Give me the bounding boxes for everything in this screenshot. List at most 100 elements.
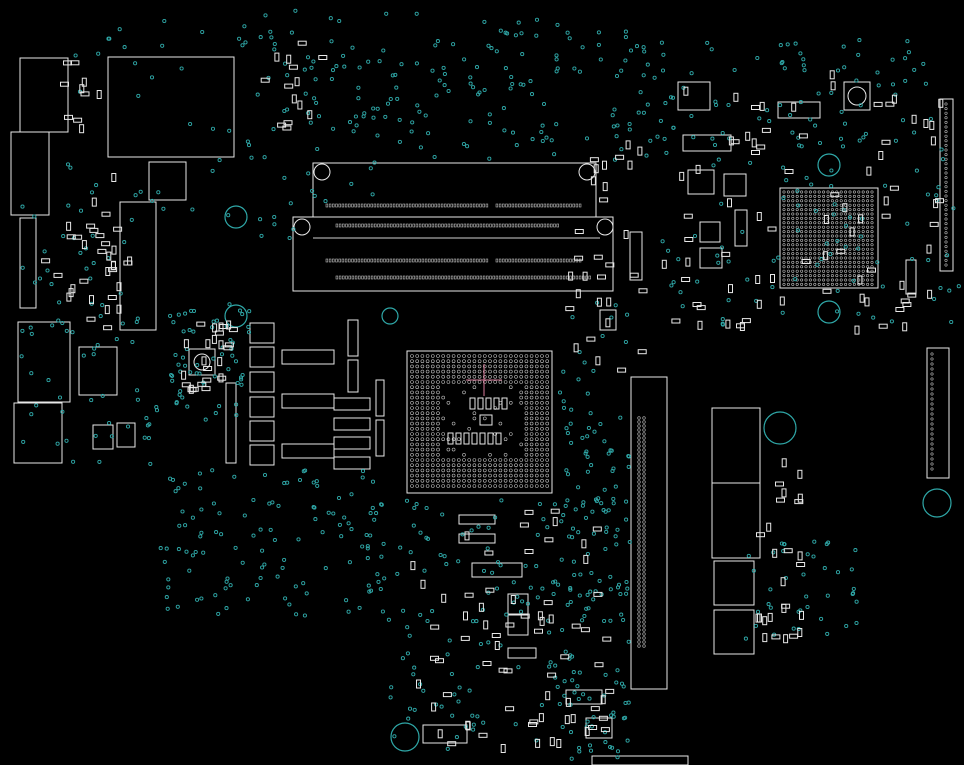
dimm-pin [428, 275, 431, 280]
bga-ball [482, 473, 487, 478]
bga-ball [425, 416, 430, 421]
smd-component [181, 382, 191, 388]
smd-component [552, 517, 558, 527]
dimm-pin [351, 203, 354, 208]
dimm-pin [518, 223, 521, 228]
bga-ball [839, 199, 843, 203]
bga-ball [839, 234, 843, 238]
bga-ball [529, 385, 534, 390]
bga-ball [844, 234, 848, 238]
dimm-pin [405, 258, 409, 263]
bga-ball [534, 447, 539, 452]
bga-ball [420, 473, 425, 478]
dimm-pin [412, 203, 415, 208]
via [315, 146, 320, 152]
via [377, 59, 382, 64]
bga-ball [420, 380, 425, 384]
connector-pin [930, 392, 934, 396]
via [843, 244, 848, 249]
via [801, 57, 806, 62]
via [568, 586, 573, 591]
via [446, 88, 451, 94]
slot-pin [642, 592, 646, 596]
via [611, 496, 616, 501]
bga-ball [462, 354, 466, 358]
bga-ball [519, 395, 524, 400]
via [200, 29, 205, 35]
bga-ball [786, 230, 790, 234]
dimm-pin [553, 258, 556, 263]
bga-ball [482, 369, 487, 374]
via [414, 61, 419, 66]
bga-ball [415, 411, 420, 416]
via [422, 568, 427, 573]
bga-ball [514, 359, 518, 364]
dimm-pin [344, 203, 348, 208]
jack-lower [711, 482, 761, 559]
via [856, 246, 861, 251]
via [173, 489, 178, 494]
via [71, 459, 76, 464]
via [499, 498, 504, 503]
dimm-pin [472, 203, 476, 208]
via [822, 566, 827, 571]
via [217, 511, 222, 516]
bga-ball [529, 468, 534, 473]
slot-pin [637, 444, 641, 448]
via [173, 352, 178, 358]
dimm-pin [402, 223, 406, 228]
via [350, 45, 355, 50]
right-mid-jacks [711, 407, 797, 655]
via [364, 532, 369, 538]
dimm-pin [566, 258, 569, 263]
via [91, 352, 96, 357]
bga-ball [524, 421, 529, 426]
via [135, 397, 140, 402]
bga-ball [844, 199, 848, 203]
via [412, 665, 417, 670]
via [176, 486, 181, 491]
via [604, 525, 609, 530]
bga-ball [488, 458, 492, 462]
bga-ball [462, 359, 466, 364]
bga-ball [844, 216, 848, 220]
via [388, 96, 393, 102]
bga-ball [782, 282, 786, 286]
via [357, 605, 362, 610]
via [442, 554, 447, 559]
via [847, 215, 852, 220]
bga-ball [800, 216, 804, 220]
via [603, 546, 608, 552]
slot-pin [642, 472, 646, 476]
bga-ball [514, 468, 518, 473]
via [486, 43, 491, 48]
bga-ball [822, 274, 826, 278]
bga-ball [830, 282, 834, 286]
slot-pin [637, 560, 641, 564]
dimm-pin [348, 275, 351, 280]
smd-component [822, 288, 832, 294]
via [863, 131, 868, 136]
smd-component [759, 101, 765, 111]
smd-component [202, 377, 212, 383]
via [243, 40, 248, 45]
bga-ball [817, 216, 821, 220]
via [557, 390, 563, 395]
smd-component [929, 221, 939, 227]
via [346, 521, 351, 526]
via [471, 727, 476, 732]
bga-ball [866, 190, 870, 194]
bga-ball [861, 260, 865, 264]
bga-ball [839, 260, 843, 264]
dimm-pin [463, 258, 466, 263]
dimm-pin [380, 203, 383, 208]
smd-component [437, 729, 443, 739]
bga-ball [808, 278, 812, 282]
via [621, 716, 626, 721]
bga-ball [503, 463, 508, 468]
bga-ball [826, 238, 830, 242]
dimm-pin [358, 223, 361, 228]
bga-ball [830, 278, 834, 282]
bga-ball [514, 369, 518, 374]
via [100, 303, 105, 308]
